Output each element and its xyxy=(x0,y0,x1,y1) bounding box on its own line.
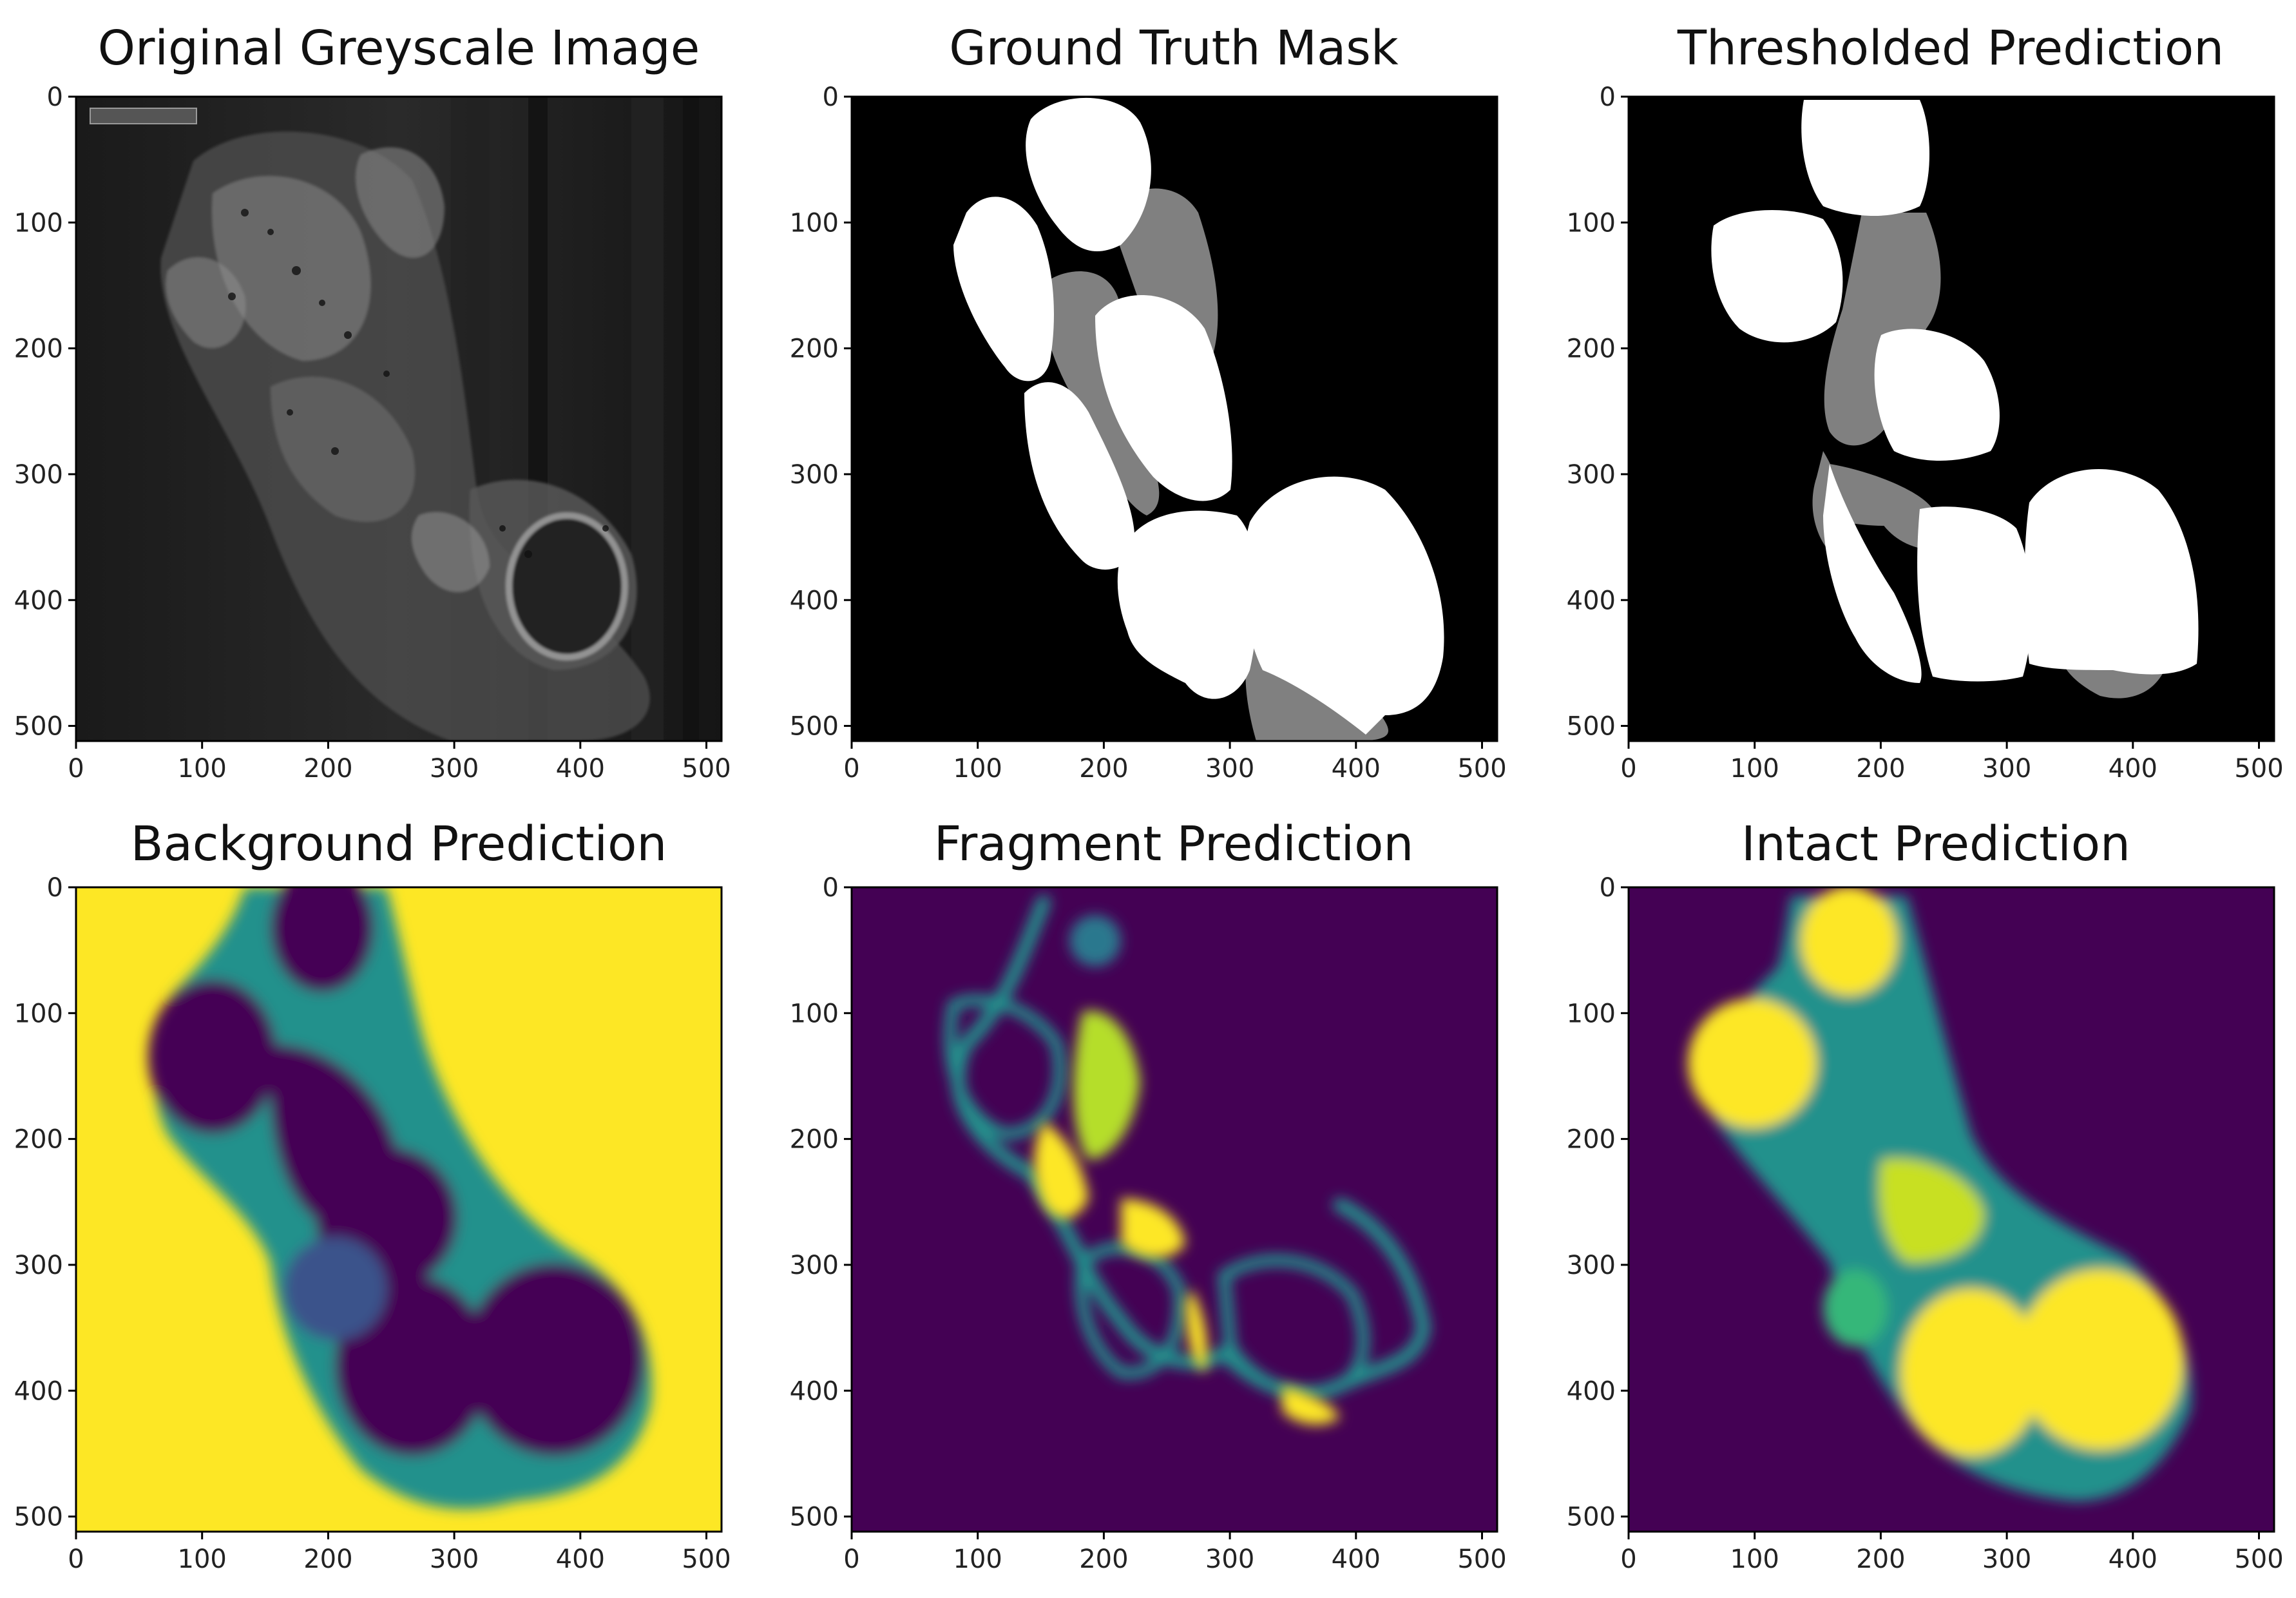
panel-intact: Intact Prediction xyxy=(1627,816,2275,1533)
y-tick-label: 500 xyxy=(790,712,839,742)
x-tick-label: 0 xyxy=(1620,754,1636,784)
x-tick-label: 400 xyxy=(1332,1545,1381,1574)
panel-original: Original Greyscale Image xyxy=(75,21,723,742)
x-tick-label: 500 xyxy=(682,1545,731,1574)
y-tick-label: 200 xyxy=(14,1125,63,1155)
x-tick-label: 200 xyxy=(303,754,352,784)
x-tick-label: 100 xyxy=(1730,754,1779,784)
x-tick-label: 300 xyxy=(1982,754,2031,784)
x-tick-label: 400 xyxy=(556,1545,605,1574)
y-tick-label: 0 xyxy=(47,873,63,903)
y-tick-label: 100 xyxy=(790,999,839,1028)
x-tick-label: 500 xyxy=(2234,754,2283,784)
y-tick-label: 300 xyxy=(14,1251,63,1280)
x-tick-label: 100 xyxy=(178,754,227,784)
y-tick-label: 100 xyxy=(14,999,63,1028)
panel-title-intact: Intact Prediction xyxy=(1741,816,2130,872)
y-tick-label: 300 xyxy=(1567,1251,1616,1280)
intact-heatmap xyxy=(1629,887,2274,1532)
y-tick-label: 0 xyxy=(823,873,839,903)
y-tick-label: 100 xyxy=(1567,208,1616,238)
y-tick-label: 100 xyxy=(1567,999,1616,1028)
y-tick-label: 500 xyxy=(1567,712,1616,742)
panel-thresholded: Thresholded Prediction xyxy=(1627,21,2275,742)
x-tick-label: 200 xyxy=(303,1545,352,1574)
panel-title-original: Original Greyscale Image xyxy=(98,21,700,76)
x-tick-label: 500 xyxy=(1457,754,1506,784)
y-tick-label: 400 xyxy=(790,586,839,615)
y-tick-label: 200 xyxy=(14,334,63,364)
x-tick-label: 500 xyxy=(1457,1545,1506,1574)
fragment-heatmap xyxy=(852,887,1497,1532)
x-tick-label: 0 xyxy=(843,1545,859,1574)
ground-truth-mask xyxy=(852,97,1497,741)
x-tick-label: 400 xyxy=(556,754,605,784)
y-tick-label: 300 xyxy=(790,460,839,490)
y-tick-label: 0 xyxy=(1600,873,1616,903)
y-tick-label: 200 xyxy=(1567,1125,1616,1155)
x-tick-label: 400 xyxy=(2109,1545,2157,1574)
y-tick-label: 400 xyxy=(1567,1376,1616,1406)
y-tick-label: 0 xyxy=(823,82,839,112)
y-tick-label: 300 xyxy=(14,460,63,490)
y-tick-label: 200 xyxy=(790,1125,839,1155)
x-tick-label: 300 xyxy=(1205,1545,1254,1574)
y-tick-label: 200 xyxy=(1567,334,1616,364)
x-tick-label: 400 xyxy=(2109,754,2157,784)
panel-title-background: Background Prediction xyxy=(131,816,667,872)
x-tick-label: 0 xyxy=(68,754,84,784)
x-tick-label: 500 xyxy=(682,754,731,784)
y-tick-label: 300 xyxy=(1567,460,1616,490)
x-tick-label: 100 xyxy=(1730,1545,1779,1574)
panel-background: Background Prediction xyxy=(75,816,723,1533)
y-tick-label: 400 xyxy=(14,586,63,615)
y-tick-label: 300 xyxy=(790,1251,839,1280)
x-tick-label: 100 xyxy=(953,1545,1002,1574)
x-tick-label: 200 xyxy=(1856,754,1905,784)
y-tick-label: 0 xyxy=(1600,82,1616,112)
x-tick-label: 0 xyxy=(68,1545,84,1574)
scale-bar xyxy=(90,108,197,124)
y-tick-label: 400 xyxy=(1567,586,1616,615)
x-tick-label: 300 xyxy=(430,754,479,784)
x-tick-label: 400 xyxy=(1332,754,1381,784)
y-tick-label: 500 xyxy=(14,1503,63,1532)
x-tick-label: 200 xyxy=(1079,754,1128,784)
panel-ground-truth: Ground Truth Mask xyxy=(850,21,1498,742)
x-tick-label: 300 xyxy=(1205,754,1254,784)
x-tick-label: 300 xyxy=(1982,1545,2031,1574)
y-tick-label: 500 xyxy=(1567,1503,1616,1532)
x-tick-label: 100 xyxy=(178,1545,227,1574)
y-tick-label: 500 xyxy=(14,712,63,742)
y-tick-label: 100 xyxy=(790,208,839,238)
thresholded-mask xyxy=(1629,97,2274,741)
y-tick-label: 100 xyxy=(14,208,63,238)
y-tick-label: 500 xyxy=(790,1503,839,1532)
y-tick-label: 200 xyxy=(790,334,839,364)
x-tick-label: 100 xyxy=(953,754,1002,784)
greyscale-image xyxy=(76,97,722,741)
x-tick-label: 0 xyxy=(843,754,859,784)
y-tick-label: 0 xyxy=(47,82,63,112)
background-heatmap xyxy=(76,887,722,1532)
x-tick-label: 500 xyxy=(2234,1545,2283,1574)
panel-fragment: Fragment Prediction xyxy=(850,816,1498,1533)
y-tick-label: 400 xyxy=(790,1376,839,1406)
panel-title-thresholded: Thresholded Prediction xyxy=(1677,21,2224,76)
x-tick-label: 200 xyxy=(1079,1545,1128,1574)
y-tick-label: 400 xyxy=(14,1376,63,1406)
x-tick-label: 0 xyxy=(1620,1545,1636,1574)
x-tick-label: 300 xyxy=(430,1545,479,1574)
panel-title-ground-truth: Ground Truth Mask xyxy=(949,21,1399,76)
x-tick-label: 200 xyxy=(1856,1545,1905,1574)
panel-title-fragment: Fragment Prediction xyxy=(934,816,1414,872)
